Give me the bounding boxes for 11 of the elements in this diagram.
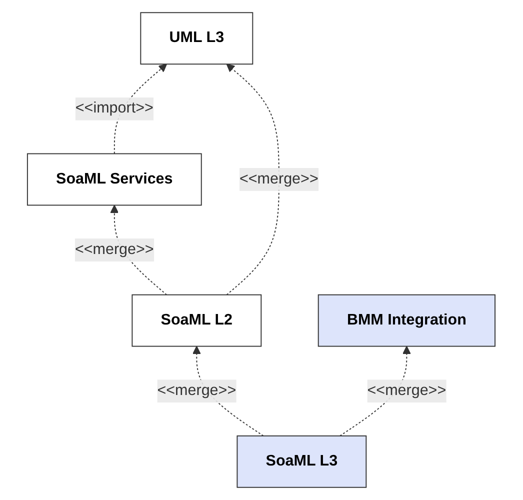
arrow [226, 64, 280, 296]
edge-label: <<merge>> [368, 382, 446, 399]
node-box: SoaML L2 [132, 294, 262, 347]
edge-label: <<merge>> [240, 170, 319, 188]
node-box: SoaML Services [27, 153, 202, 206]
edge-label: <<import>> [76, 100, 154, 117]
node-box: UML L3 [140, 12, 254, 65]
node-box: SoaML L3 [236, 435, 367, 488]
node-box: BMM Integration [318, 294, 496, 347]
edge-label: <<merge>> [158, 382, 236, 399]
edge-label: <<merge>> [75, 241, 154, 258]
